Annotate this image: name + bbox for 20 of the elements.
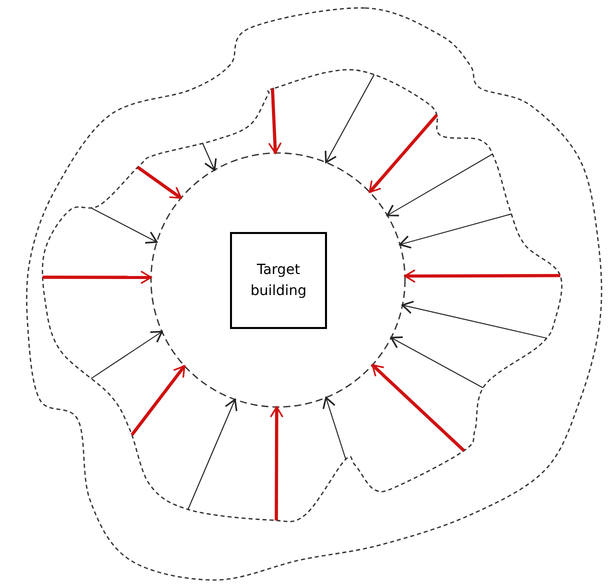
arrow xyxy=(386,154,493,216)
arrow xyxy=(404,269,560,283)
arrow xyxy=(390,336,484,388)
arrow xyxy=(268,88,282,154)
arrow xyxy=(402,300,548,339)
arrow xyxy=(322,396,346,460)
dashed-circle xyxy=(150,152,406,408)
arrow xyxy=(368,114,438,194)
arrow xyxy=(130,364,186,436)
arrow xyxy=(202,142,217,171)
arrow xyxy=(90,330,163,380)
arrow xyxy=(90,207,158,244)
arrow xyxy=(136,166,182,200)
arrow xyxy=(324,74,375,164)
target-building-box: Target building xyxy=(230,232,327,329)
arrow xyxy=(42,270,152,284)
arrow xyxy=(188,398,238,510)
arrow xyxy=(270,406,284,520)
arrow xyxy=(399,214,512,249)
arrow xyxy=(371,364,466,452)
